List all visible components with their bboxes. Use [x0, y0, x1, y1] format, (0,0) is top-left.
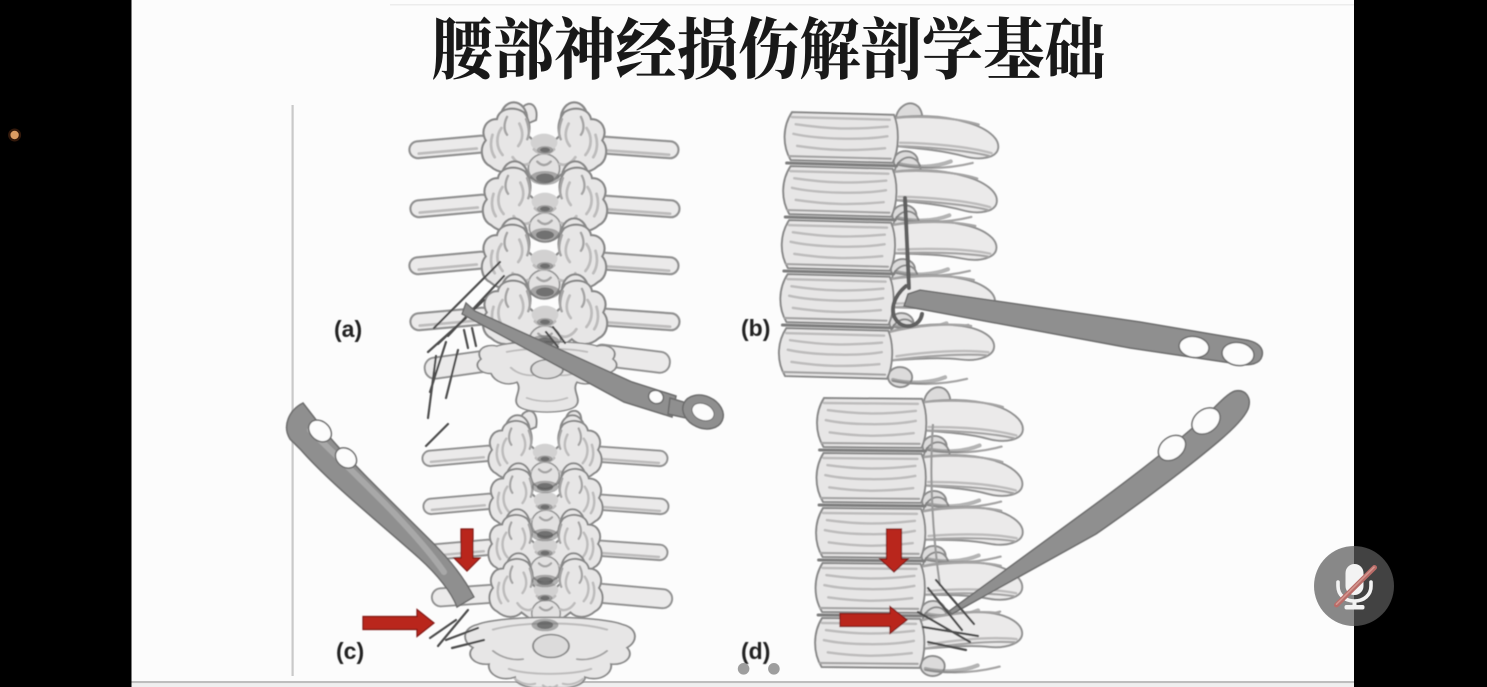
- svg-text:(d): (d): [741, 638, 770, 664]
- svg-text:(b): (b): [741, 315, 770, 341]
- svg-text:(c): (c): [336, 638, 364, 664]
- svg-text:(a): (a): [334, 316, 362, 342]
